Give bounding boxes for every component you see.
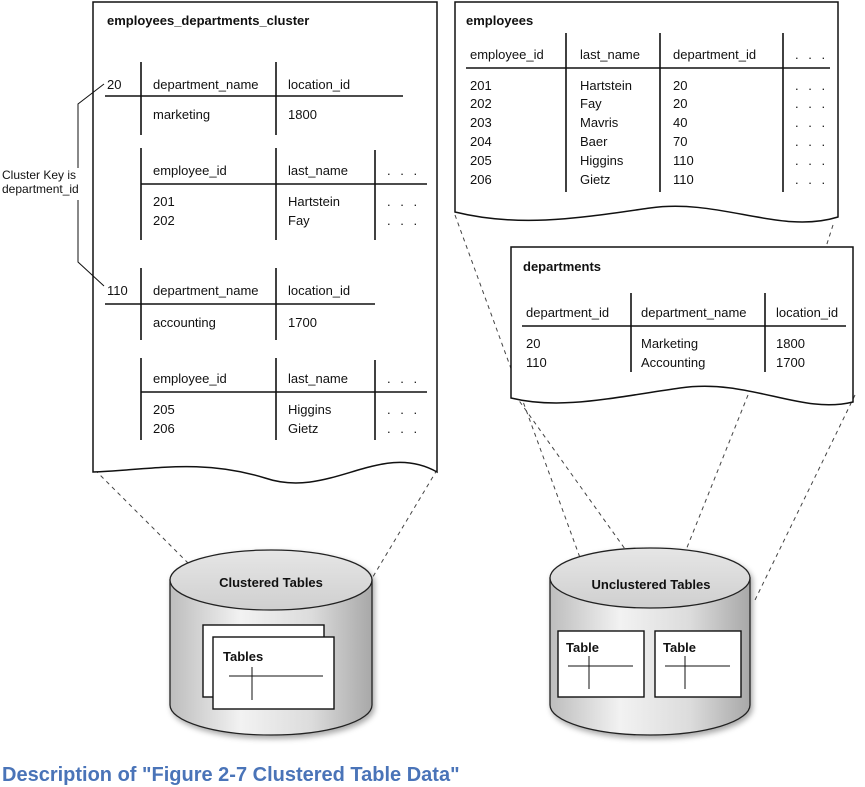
dept-value-name: marketing	[153, 107, 210, 122]
departments-document: departments department_id department_nam…	[510, 246, 854, 406]
cell-dept: 40	[673, 115, 687, 130]
departments-row: 20 Marketing 1800	[526, 336, 805, 351]
cell-dept: 20	[673, 78, 687, 93]
employees-row: 205 Higgins 110 . . .	[470, 153, 828, 168]
dept-header-location: location_id	[288, 283, 350, 298]
cell-more: . . .	[795, 134, 828, 149]
emp-row-lastname: Higgins	[288, 402, 332, 417]
emp-row-more: . . .	[387, 421, 420, 436]
clustered-tables-label: Clustered Tables	[219, 575, 323, 590]
cell-more: . . .	[795, 115, 828, 130]
emp-row-lastname: Gietz	[288, 421, 318, 436]
emp-row-id: 205	[153, 402, 175, 417]
unclustered-table-label: Table	[663, 640, 696, 655]
cluster-title: employees_departments_cluster	[107, 13, 309, 28]
cluster-group-20: 20 department_name location_id marketing…	[105, 62, 427, 240]
emp-col-header: . . .	[795, 47, 828, 62]
cell-name: Marketing	[641, 336, 698, 351]
emp-row-id: 201	[153, 194, 175, 209]
cell-id: 206	[470, 172, 492, 187]
cell-location: 1700	[776, 355, 805, 370]
cell-lastname: Baer	[580, 134, 608, 149]
cell-lastname: Higgins	[580, 153, 624, 168]
cell-lastname: Gietz	[580, 172, 610, 187]
emp-row-more: . . .	[387, 402, 420, 417]
employees-row: 202 Fay 20 . . .	[470, 96, 828, 111]
dept-header-name: department_name	[153, 283, 259, 298]
dept-header-name: department_name	[153, 77, 259, 92]
emp-row-id: 202	[153, 213, 175, 228]
cell-name: Accounting	[641, 355, 705, 370]
cell-lastname: Mavris	[580, 115, 619, 130]
cluster-key-note-line1: Cluster Key is	[2, 168, 76, 182]
emp-row-lastname: Fay	[288, 213, 310, 228]
cell-location: 1800	[776, 336, 805, 351]
unclustered-table-label: Table	[566, 640, 599, 655]
cell-id: 201	[470, 78, 492, 93]
figure-caption-link[interactable]: Description of "Figure 2-7 Clustered Tab…	[2, 764, 460, 786]
dept-col-header: location_id	[776, 305, 838, 320]
cell-id: 110	[526, 355, 547, 370]
cell-dept: 110	[673, 153, 694, 168]
employees-row: 201 Hartstein 20 . . .	[470, 78, 828, 93]
cell-more: . . .	[795, 78, 828, 93]
cell-id: 20	[526, 336, 540, 351]
unclustered-table-icon: Table	[654, 630, 742, 698]
emp-header-id: employee_id	[153, 371, 227, 386]
cluster-key-value: 110	[107, 283, 128, 298]
employees-row: 206 Gietz 110 . . .	[470, 172, 828, 187]
dept-value-location: 1800	[288, 107, 317, 122]
cell-id: 205	[470, 153, 492, 168]
cluster-key-note-line2: department_id	[2, 182, 79, 196]
cluster-key-value: 20	[107, 77, 121, 92]
emp-row-more: . . .	[387, 194, 420, 209]
cluster-key-bracket	[77, 83, 105, 287]
employees-title: employees	[466, 13, 533, 28]
dept-value-location: 1700	[288, 315, 317, 330]
cell-lastname: Hartstein	[580, 78, 632, 93]
cell-more: . . .	[795, 153, 828, 168]
cell-dept: 110	[673, 172, 694, 187]
dept-header-location: location_id	[288, 77, 350, 92]
emp-row-more: . . .	[387, 213, 420, 228]
emp-header-id: employee_id	[153, 163, 227, 178]
emp-header-lastname: last_name	[288, 163, 348, 178]
cell-id: 204	[470, 134, 492, 149]
cell-dept: 20	[673, 96, 687, 111]
cluster-document: employees_departments_cluster Cluster Ke…	[2, 1, 438, 484]
emp-col-header: department_id	[673, 47, 756, 62]
dept-col-header: department_id	[526, 305, 609, 320]
emp-col-header: employee_id	[470, 47, 544, 62]
cell-lastname: Fay	[580, 96, 602, 111]
departments-row: 110 Accounting 1700	[526, 355, 805, 370]
dept-col-header: department_name	[641, 305, 747, 320]
dept-value-name: accounting	[153, 315, 216, 330]
cell-more: . . .	[795, 172, 828, 187]
unclustered-tables-label: Unclustered Tables	[592, 577, 711, 592]
emp-row-lastname: Hartstein	[288, 194, 340, 209]
emp-row-id: 206	[153, 421, 175, 436]
cell-id: 203	[470, 115, 492, 130]
cell-id: 202	[470, 96, 492, 111]
emp-header-more: . . .	[387, 163, 420, 178]
employees-row: 204 Baer 70 . . .	[470, 134, 828, 149]
clustered-tables-icon: Tables	[202, 624, 335, 710]
clustered-tables-inner-label: Tables	[223, 649, 263, 664]
employees-row: 203 Mavris 40 . . .	[470, 115, 828, 130]
emp-header-more: . . .	[387, 371, 420, 386]
cell-dept: 70	[673, 134, 687, 149]
departments-title: departments	[523, 259, 601, 274]
employees-document: employees employee_id last_name departme…	[454, 1, 839, 223]
emp-header-lastname: last_name	[288, 371, 348, 386]
cluster-group-110: 110 department_name location_id accounti…	[105, 268, 427, 440]
emp-col-header: last_name	[580, 47, 640, 62]
cell-more: . . .	[795, 96, 828, 111]
unclustered-table-icon: Table	[557, 630, 645, 698]
